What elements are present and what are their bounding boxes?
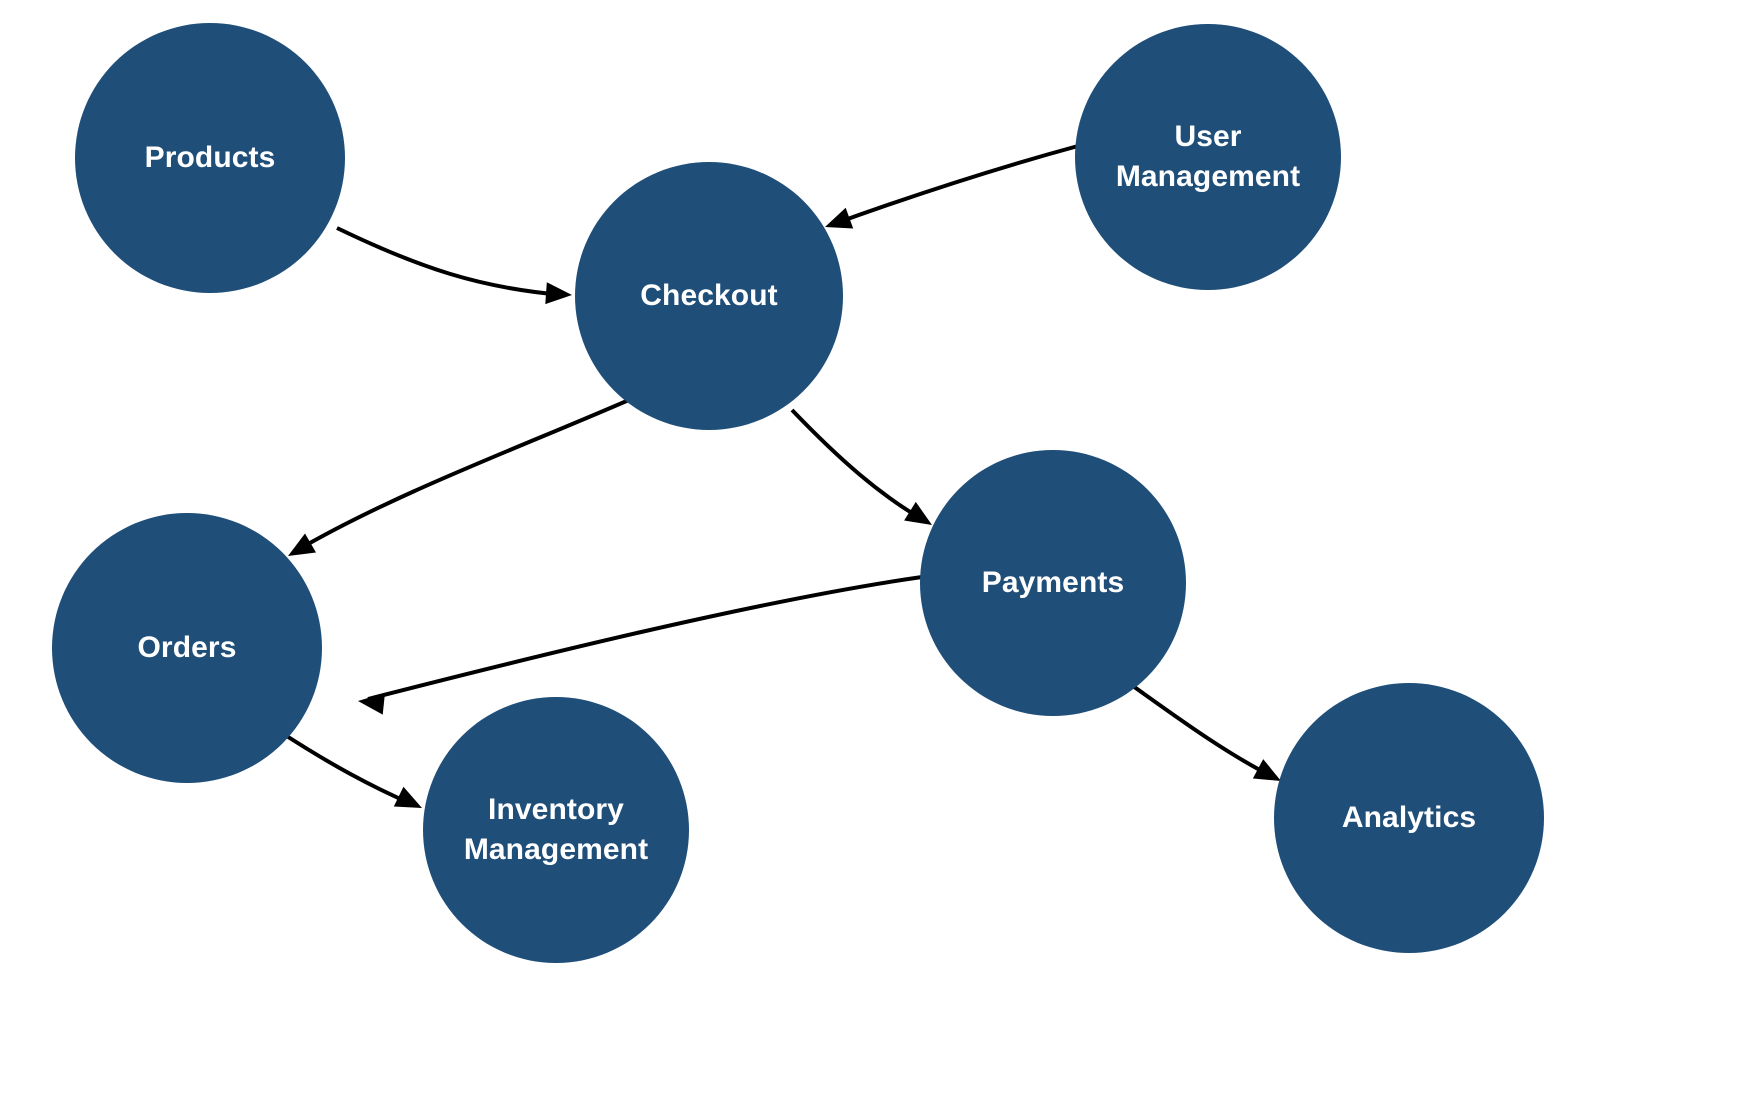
graph-node-inventory-management[interactable]: Inventory Management xyxy=(423,697,689,963)
graph-edge-payments-to-orders xyxy=(367,575,923,701)
graph-arrowhead-products-to-checkout xyxy=(545,282,572,305)
graph-edge-products-to-checkout xyxy=(336,226,564,297)
graph-node-label: Checkout xyxy=(640,279,778,313)
graph-node-label: Analytics xyxy=(1341,801,1477,835)
graph-node-label: User Management xyxy=(1115,120,1301,193)
graph-arrowhead-user-management-to-checkout xyxy=(825,207,854,229)
graph-node-label: Products xyxy=(144,141,276,175)
graph-node-label: Inventory Management xyxy=(463,793,649,866)
graph-edge-checkout-to-orders xyxy=(294,387,655,553)
graph-edge-orders-to-inventory-management xyxy=(280,731,415,807)
graph-edge-user-management-to-checkout xyxy=(830,144,1079,227)
graph-node-analytics[interactable]: Analytics xyxy=(1274,683,1544,953)
graph-edge-payments-to-analytics xyxy=(1131,684,1274,779)
graph-node-products[interactable]: Products xyxy=(75,23,345,293)
graph-node-orders[interactable]: Orders xyxy=(52,513,322,783)
graph-node-checkout[interactable]: Checkout xyxy=(575,162,843,430)
graph-node-payments[interactable]: Payments xyxy=(920,450,1186,716)
graph-node-user-management[interactable]: User Management xyxy=(1075,24,1341,290)
graph-arrowhead-payments-to-analytics xyxy=(1252,759,1281,781)
graph-node-label: Payments xyxy=(981,566,1125,600)
graph-arrowhead-checkout-to-payments xyxy=(904,501,932,525)
graph-arrowhead-checkout-to-orders xyxy=(288,533,317,556)
graph-arrowhead-payments-to-orders xyxy=(358,692,386,715)
graph-arrowhead-orders-to-inventory-management xyxy=(393,786,422,808)
graph-edge-checkout-to-payments xyxy=(790,408,927,523)
graph-node-label: Orders xyxy=(137,631,237,665)
